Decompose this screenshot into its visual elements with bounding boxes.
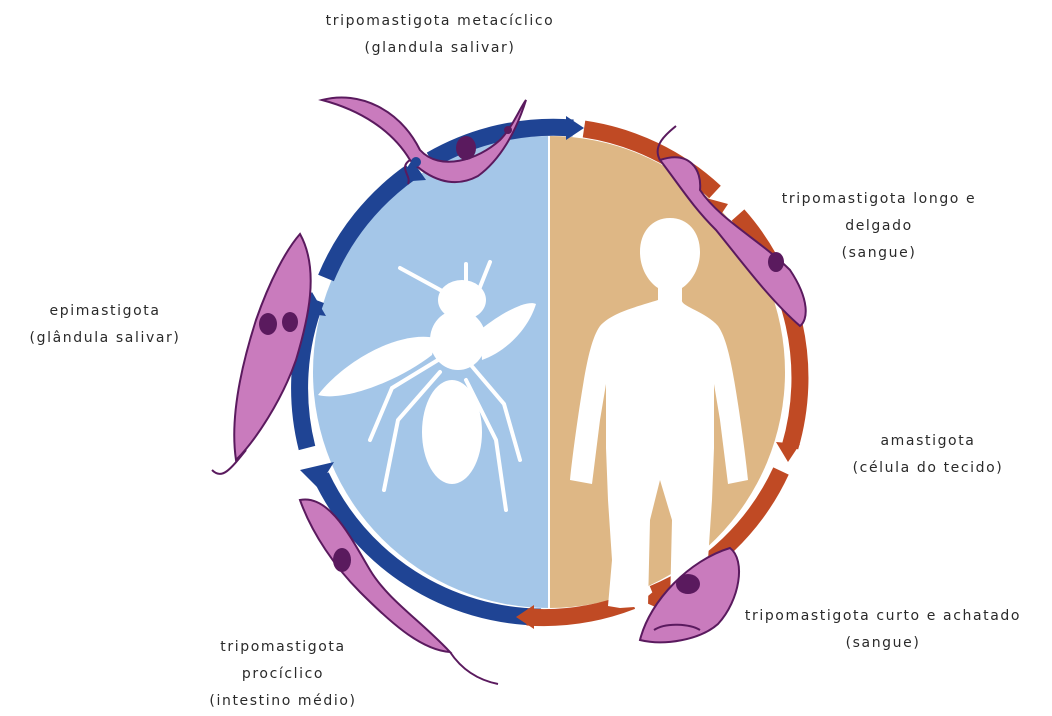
label-line: tripomastigota metacíclico bbox=[290, 8, 590, 35]
label-line: procíclico bbox=[178, 661, 388, 688]
arrow-head-icon bbox=[566, 116, 584, 140]
label-line: (intestino médio) bbox=[178, 688, 388, 715]
label-metacyclic-trypomastigote: tripomastigota metacíclico (glandula sal… bbox=[290, 8, 590, 62]
label-line: (célula do tecido) bbox=[818, 455, 1038, 482]
arrow-head-icon bbox=[776, 442, 800, 462]
label-long-slender-trypomastigote: tripomastigota longo e delgado (sangue) bbox=[744, 186, 1014, 267]
label-line: (sangue) bbox=[744, 240, 1014, 267]
label-line: tripomastigota bbox=[178, 634, 388, 661]
label-short-stumpy-trypomastigote: tripomastigota curto e achatado (sangue) bbox=[718, 603, 1048, 657]
label-line: (glandula salivar) bbox=[290, 35, 590, 62]
label-procyclic-trypomastigote: tripomastigota procíclico (intestino méd… bbox=[178, 634, 388, 715]
label-epimastigote: epimastigota (glândula salivar) bbox=[0, 298, 210, 352]
label-line: tripomastigota longo e bbox=[744, 186, 1014, 213]
label-line: amastigota bbox=[818, 428, 1038, 455]
label-line: tripomastigota curto e achatado bbox=[718, 603, 1048, 630]
parasite-epimastigote-icon bbox=[212, 234, 311, 474]
label-line: epimastigota bbox=[0, 298, 210, 325]
label-line: delgado bbox=[744, 213, 1014, 240]
label-amastigote: amastigota (célula do tecido) bbox=[818, 428, 1038, 482]
label-line: (glândula salivar) bbox=[0, 325, 210, 352]
label-line: (sangue) bbox=[718, 630, 1048, 657]
